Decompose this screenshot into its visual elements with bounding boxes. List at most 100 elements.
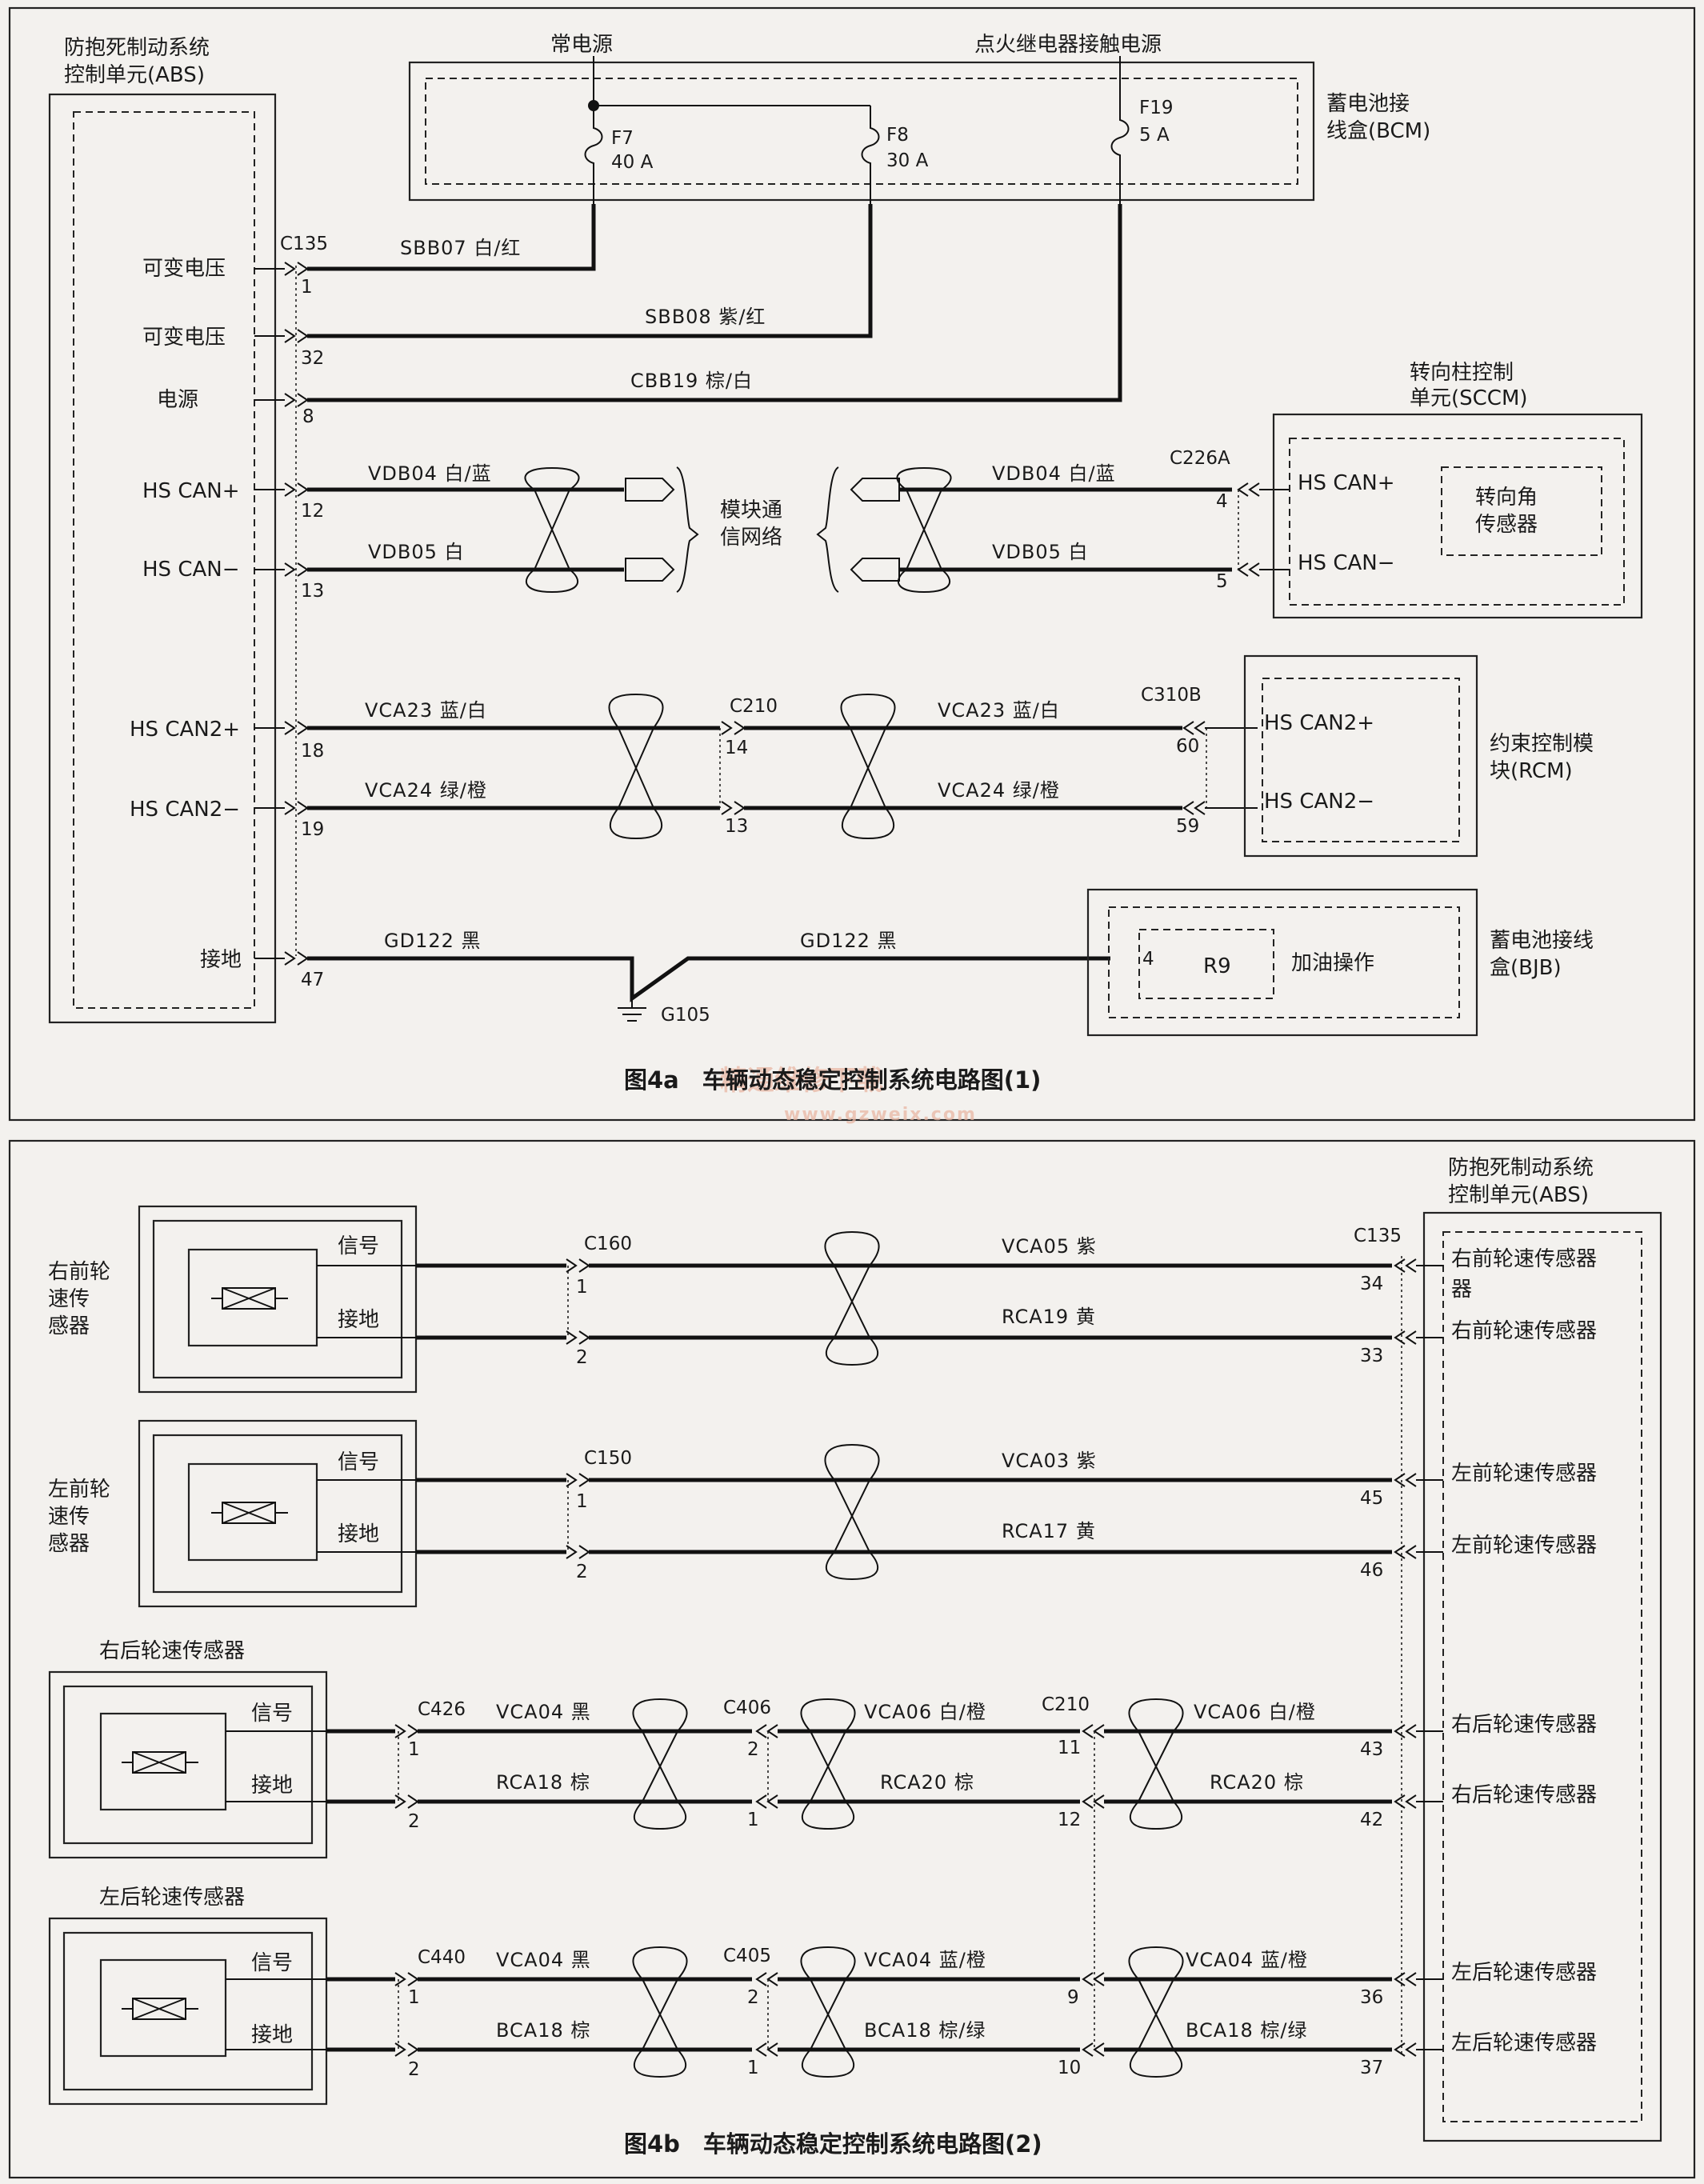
sensor-name-line1: 左前轮 <box>48 1478 110 1502</box>
wire-label: VCA04 黑 <box>496 1701 591 1723</box>
bjb-title-line2: 盒(BJB) <box>1490 956 1562 980</box>
rcm-title-line1: 约束控制模 <box>1490 732 1594 756</box>
ground-label: 接地 <box>251 2023 293 2047</box>
front-right-sensor: 右前轮 速传 感器 信号 接地 C160 1 2 VCA05 紫 RCA19 黄 <box>48 1205 1597 1394</box>
network-label-line2: 信网络 <box>720 526 782 550</box>
sensor-element-box <box>187 1462 318 1562</box>
fuse-f7-rating: 40 A <box>611 152 654 173</box>
abs-title-line1: 防抱死制动系统 <box>64 36 210 60</box>
sensor-name: 右后轮速传感器 <box>99 1639 245 1663</box>
sccm-outer-box <box>1272 413 1643 619</box>
pin-number: 1 <box>747 1810 759 1830</box>
sensor-leads <box>226 1978 326 2050</box>
wire-label: VCA03 紫 <box>1002 1450 1097 1472</box>
abs-pin-label: 左后轮速传感器 <box>1451 2031 1597 2055</box>
pin-number: 11 <box>1058 1738 1081 1758</box>
network-terminal-icon <box>850 478 900 502</box>
pin-number: 1 <box>576 1491 588 1512</box>
twisted-pair-icon <box>1128 1698 1184 1830</box>
fig-b-frame <box>8 1139 1696 2179</box>
connector-chevron-icon <box>1394 1972 1417 1986</box>
fig-b-caption: 图4b 车辆动态稳定控制系统电路图(2) <box>624 2130 1042 2158</box>
sensor-name-line2: 速传 <box>48 1287 90 1311</box>
relay-r9-box <box>1138 929 1274 999</box>
pin-number: 12 <box>1058 1810 1081 1830</box>
abs-title-line2: 控制单元(ABS) <box>64 63 205 87</box>
wire-label: VCA06 白/橙 <box>864 1701 986 1723</box>
sensor-inner-box <box>62 1685 314 1845</box>
sccm-title-line2: 单元(SCCM) <box>1410 386 1528 410</box>
sensor-name-line1: 右前轮 <box>48 1260 110 1284</box>
abs-pin-label: HS CAN+ <box>142 479 240 503</box>
rcm-pin-label: HS CAN2+ <box>1264 711 1374 735</box>
rcm-title-line2: 块(RCM) <box>1490 759 1573 783</box>
sensor-coil-icon <box>122 1751 198 1774</box>
connector-chevron-icon <box>721 721 746 735</box>
sensor-outer-box <box>138 1205 418 1394</box>
abs-pin-number: 36 <box>1360 1987 1383 2008</box>
twisted-pair-icon <box>840 693 896 840</box>
ground-label: 接地 <box>338 1522 379 1546</box>
sccm-title-line1: 转向柱控制 <box>1410 361 1514 385</box>
wire-label: VCA04 蓝/橙 <box>864 1949 986 1971</box>
connector-label: C160 <box>584 1234 632 1254</box>
steering-sensor-label-line1: 转向角 <box>1475 486 1538 510</box>
connector-chevron-icon <box>721 801 746 815</box>
abs-row-8: 接地 47 GD122 黑 GD122 黑 <box>200 930 1110 1002</box>
abs-pin-label: 左前轮速传感器 <box>1451 1462 1597 1486</box>
ground-label: 接地 <box>338 1308 379 1332</box>
wire-label: GD122 黑 <box>800 930 898 952</box>
ignition-power-label: 点火继电器接触电源 <box>974 33 1162 57</box>
pin-number: 1 <box>408 1987 420 2008</box>
connector-label: C406 <box>723 1698 771 1718</box>
wire-label: RCA19 黄 <box>1002 1306 1096 1328</box>
network-label-line1: 模块通 <box>720 498 782 522</box>
wire-label: VDB04 白/蓝 <box>368 462 492 485</box>
sensor-outer-box <box>138 1419 418 1608</box>
connector-chevron-icon <box>394 1794 419 1809</box>
connector-chevron-icon <box>566 1258 590 1273</box>
abs-pin-label: 右前轮速传感器 <box>1451 1247 1597 1271</box>
pin-number: 14 <box>725 738 748 758</box>
bjb-outer-box <box>1086 888 1478 1037</box>
abs-pin-label: 右后轮速传感器 <box>1451 1783 1597 1807</box>
abs-pin-label-wrap: 器 <box>1451 1278 1472 1302</box>
bcm-label-line1: 蓄电池接 <box>1326 92 1410 116</box>
connector-chevron-icon <box>1394 1473 1417 1487</box>
twisted-pair-icon <box>824 1230 880 1366</box>
abs-pin-number: 8 <box>302 406 314 427</box>
wire-label: SBB08 紫/红 <box>645 306 766 328</box>
pin-number: 10 <box>1058 2058 1081 2078</box>
watermark-url: www.gzweix.com <box>784 1105 977 1125</box>
wire-label: VCA05 紫 <box>1002 1235 1097 1258</box>
sensor-name: 左后轮速传感器 <box>99 1886 245 1910</box>
wire-label: VCA04 蓝/橙 <box>1186 1949 1308 1971</box>
abs-pin-number: 32 <box>301 348 324 369</box>
connector-chevron-icon <box>1394 1724 1417 1738</box>
abs-pin-label: 电源 <box>157 388 198 412</box>
abs-row-1: 可变电压 1 SBB07 白/红 <box>142 204 596 298</box>
connector-chevron-icon <box>1182 721 1206 735</box>
sensor-inner-box <box>152 1434 403 1594</box>
sensor-inner-box <box>152 1219 403 1379</box>
sensor-inner-box <box>62 1931 314 2091</box>
ground-label: 接地 <box>251 1774 293 1798</box>
fig-a-caption: 图4a 车辆动态稳定控制系统电路图(1) <box>624 1066 1041 1094</box>
connector-chevron-icon <box>1237 482 1260 497</box>
relay-function: 加油操作 <box>1291 951 1374 975</box>
pin-number: 2 <box>747 1987 759 2008</box>
fuse-f19-rating: 5 A <box>1139 125 1170 146</box>
bjb-inner-box <box>1108 906 1460 1018</box>
pin-number: 1 <box>408 1739 420 1760</box>
abs-row-3: 电源 8 CBB19 棕/白 <box>157 204 1122 427</box>
wire-label: RCA17 黄 <box>1002 1520 1096 1542</box>
wire-sbb08 <box>307 204 873 338</box>
connector-label: C210 <box>1042 1694 1090 1715</box>
wire-label: BCA18 棕/绿 <box>864 2019 986 2042</box>
connector-chevron-icon <box>1182 801 1206 815</box>
twisted-pair-icon <box>632 1946 688 2078</box>
c210-label: C210 <box>730 696 778 717</box>
connector-chevron-icon <box>1082 1724 1105 1738</box>
always-power-label: 常电源 <box>550 33 613 57</box>
